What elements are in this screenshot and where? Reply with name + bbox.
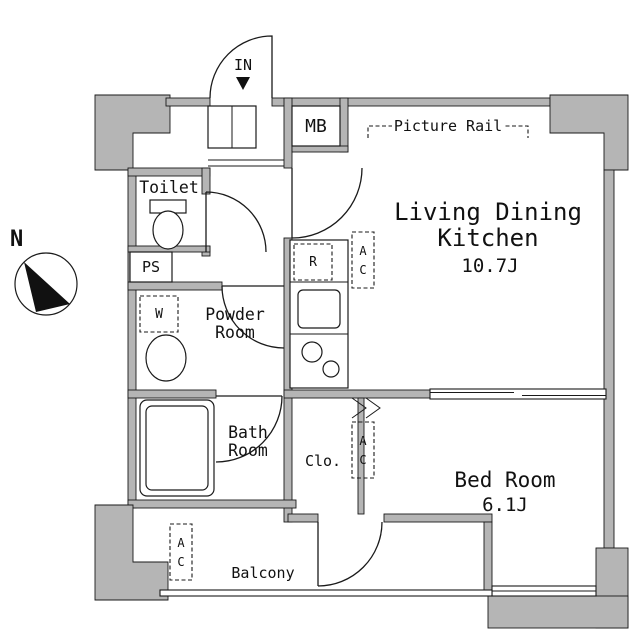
closet-folding-door-icon [351, 397, 367, 419]
wall-balcony-right [483, 521, 493, 593]
compass-north-label: N [10, 227, 23, 252]
sliding-door-ldk-bedroom [429, 388, 607, 400]
wall-toilet-right-a [201, 167, 211, 195]
meter-box-label: MB [305, 116, 327, 137]
toilet-label: Toilet [139, 178, 199, 197]
entrance-door-arc [209, 35, 273, 99]
pipe-space-box [129, 251, 173, 283]
balcony-rail [159, 589, 493, 597]
stove-burner [301, 341, 323, 363]
refrigerator-label: R [309, 255, 317, 270]
wall-corner-top-left [94, 94, 171, 171]
wall-corner-bottom-right-h [487, 595, 629, 629]
wall-balcony-top-a [287, 513, 319, 523]
ac-balcony-letter-c: C [177, 555, 184, 569]
picture-rail-label-bg [392, 119, 504, 135]
bedroom-area: 6.1J [482, 494, 528, 516]
wall-mb-bottom [291, 145, 349, 153]
ac-bedroom-letter-a: A [359, 434, 367, 448]
entrance-label: IN [234, 56, 252, 74]
stove-burner [322, 360, 340, 378]
toilet-door-arc [205, 191, 267, 253]
compass: N [10, 227, 78, 316]
ldk-name-line1: Living Dining [394, 198, 582, 226]
ldk-name-line2: Kitchen [437, 224, 538, 252]
wall-wet-bottom [127, 499, 297, 509]
meter-box [291, 105, 341, 147]
bath-door-arc [215, 395, 283, 463]
wall-closet-right [357, 397, 365, 515]
ac-ldk-letter-a: A [359, 244, 367, 258]
wall-top-a [165, 97, 211, 107]
bedroom-name: Bed Room [454, 468, 555, 492]
ldk-area: 10.7J [461, 255, 518, 277]
kitchen-sink [297, 289, 341, 329]
wall-powder-top [127, 281, 223, 291]
wall-ldk-bedroom [283, 389, 431, 399]
powder-room-line1: Powder [205, 305, 265, 324]
walls [94, 94, 629, 629]
openings [159, 388, 607, 597]
refrigerator-box [293, 243, 333, 281]
toilet-bowl [152, 210, 184, 250]
labels: IN MB Picture Rail Living Dining Kitchen… [139, 56, 582, 582]
wall-corner-top-right [549, 94, 629, 171]
wall-hall-ldk-upper [283, 97, 293, 169]
powder-sink [145, 334, 187, 382]
equipment-boxes [139, 119, 529, 581]
ac-bedroom-letter-c: C [359, 453, 366, 467]
ldk-door-arc [291, 167, 363, 239]
entrance-arrow-icon [236, 77, 250, 90]
ac-balcony-letter-a: A [177, 536, 185, 550]
wall-top-b [271, 97, 551, 107]
wall-left [127, 169, 137, 509]
ac-ldk-letter-c: C [359, 263, 366, 277]
closet-label: Clo. [305, 452, 341, 470]
washer-box [139, 295, 179, 333]
bath-room-line2: Room [228, 441, 268, 460]
ac-box-balcony [169, 523, 193, 581]
wall-toilet-top [127, 167, 211, 177]
picture-rail-label: Picture Rail [394, 117, 502, 135]
pipe-space-label: PS [142, 258, 160, 276]
wall-balcony-top-b [383, 513, 493, 523]
closet-folding-door-icon [365, 397, 381, 419]
fixtures [129, 105, 381, 497]
balcony-label: Balcony [231, 564, 294, 582]
doors [205, 35, 383, 587]
wall-mb-right [339, 97, 349, 153]
bath-room-line1: Bath [228, 423, 268, 442]
powder-door-arc [221, 285, 285, 349]
washer-label: W [155, 307, 163, 322]
powder-room-line2: Room [215, 323, 255, 342]
compass-needle-icon [24, 262, 70, 312]
wall-bath-powder [127, 389, 217, 399]
balcony-door-arc [317, 521, 383, 587]
wall-corner-bottom-left [94, 504, 169, 601]
bathtub-inner [145, 405, 209, 491]
wall-right [603, 169, 615, 549]
ac-box-ldk [351, 231, 375, 289]
